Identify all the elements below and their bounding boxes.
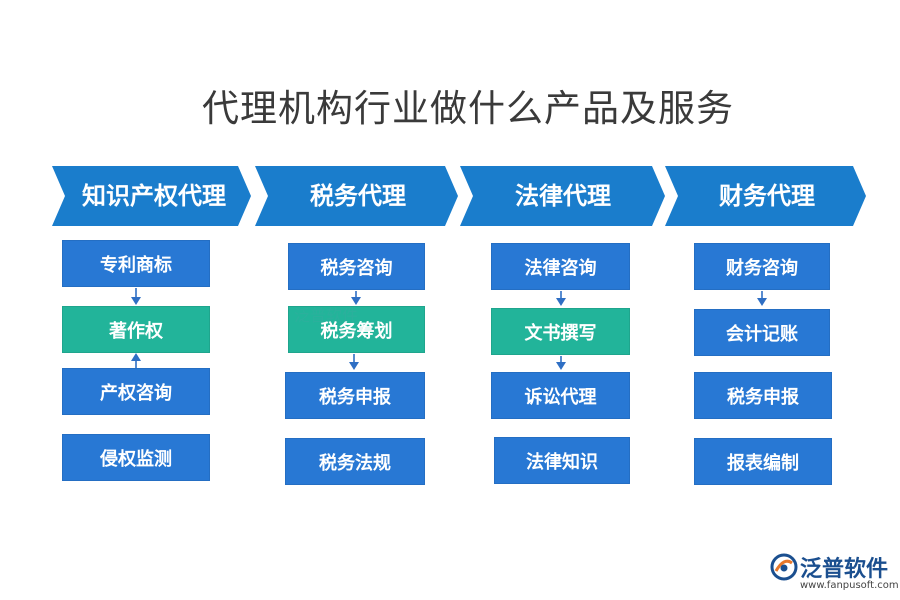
tax-item-filing: 税务申报 xyxy=(285,372,425,419)
chevron-label-finance: 财务代理 xyxy=(719,181,815,210)
tax-item-consulting: 税务咨询 xyxy=(288,243,425,290)
legal-item-knowledge: 法律知识 xyxy=(494,437,630,484)
finance-item-report-compiling: 报表编制 xyxy=(694,438,832,485)
ip-item-copyright: 著作权 xyxy=(62,306,210,353)
logo-url: www.fanpusoft.com xyxy=(800,580,899,591)
legal-item-consulting: 法律咨询 xyxy=(491,243,630,290)
tax-item-planning: 税务筹划 xyxy=(288,306,425,353)
ip-item-patent-trademark: 专利商标 xyxy=(62,240,210,287)
chevron-label-tax: 税务代理 xyxy=(310,181,406,210)
chevron-finance-agency xyxy=(665,166,866,226)
watermark-text: 泛普软件 xyxy=(294,306,359,325)
ip-item-property-consulting: 产权咨询 xyxy=(62,368,210,415)
finance-item-tax-filing: 税务申报 xyxy=(694,372,832,419)
page-title: 代理机构行业做什么产品及服务 xyxy=(202,87,734,130)
chevron-ip-agency xyxy=(52,166,251,226)
finance-item-bookkeeping: 会计记账 xyxy=(694,309,830,356)
chevron-tax-agency xyxy=(255,166,458,226)
finance-item-consulting: 财务咨询 xyxy=(694,243,830,290)
chevron-label-legal: 法律代理 xyxy=(515,181,611,210)
ip-item-infringement-monitoring: 侵权监测 xyxy=(62,434,210,481)
legal-item-litigation: 诉讼代理 xyxy=(491,372,630,419)
tax-item-regulations: 税务法规 xyxy=(285,438,425,485)
logo-name: 泛普软件 xyxy=(800,557,889,582)
chevron-legal-agency xyxy=(460,166,665,226)
brand-logo: 泛普软件 www.fanpusoft.com xyxy=(770,553,899,597)
chevron-label-ip: 知识产权代理 xyxy=(82,181,226,210)
logo-mark-icon xyxy=(770,553,798,581)
legal-item-document-drafting: 文书撰写 xyxy=(491,308,630,355)
